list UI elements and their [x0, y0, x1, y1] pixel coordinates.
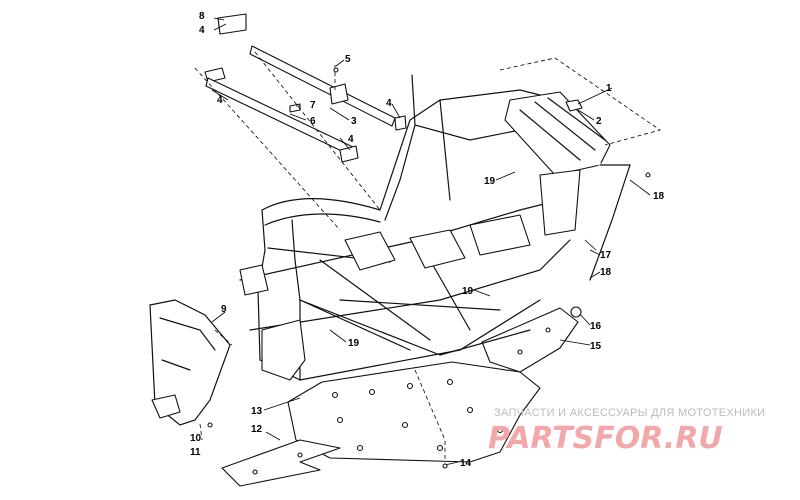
callout-13: 13 — [251, 406, 263, 417]
leader-lines — [211, 17, 651, 466]
callout-12: 12 — [251, 424, 263, 435]
callout-6: 6 — [310, 116, 316, 127]
callout-19-front: 19 — [348, 338, 360, 349]
main-frame — [239, 74, 571, 381]
callout-16: 16 — [590, 321, 602, 332]
callout-10: 10 — [190, 433, 202, 444]
callout-5: 5 — [345, 54, 351, 65]
watermark: ЗАПЧАСТИ И АКСЕССУАРЫ ДЛЯ МОТОТЕХНИКИ PA… — [488, 407, 765, 456]
callout-14: 14 — [460, 458, 472, 469]
callout-4-left: 4 — [217, 95, 223, 106]
callout-15: 15 — [590, 341, 602, 352]
callout-4-lower: 4 — [348, 134, 354, 145]
callout-labels: 1 2 3 4 4 4 4 5 6 7 8 9 10 11 12 13 14 1… — [190, 11, 665, 469]
callout-19-rear: 19 — [484, 176, 496, 187]
callout-4-top: 4 — [199, 25, 205, 36]
skid-plate — [221, 439, 341, 487]
front-bumper — [148, 298, 232, 427]
callout-3: 3 — [351, 116, 357, 127]
callout-11: 11 — [190, 447, 201, 458]
callout-1: 1 — [606, 83, 612, 94]
callout-18-bottom: 18 — [600, 267, 612, 278]
callout-17: 17 — [600, 250, 612, 261]
hardware — [207, 67, 651, 469]
callout-8: 8 — [199, 11, 205, 22]
callout-18-top: 18 — [653, 191, 665, 202]
upper-brackets — [204, 13, 407, 163]
callout-19-middle: 19 — [462, 286, 474, 297]
floor-side-panel — [481, 307, 579, 373]
watermark-brand: PARTSFOR.RU — [488, 421, 723, 456]
callout-2: 2 — [596, 116, 602, 127]
side-rail — [588, 163, 633, 282]
callout-9: 9 — [221, 304, 227, 315]
callout-7: 7 — [310, 100, 316, 111]
cargo-rack — [504, 91, 611, 236]
explode-lines — [194, 51, 661, 462]
callout-4-right: 4 — [386, 98, 392, 109]
watermark-tagline: ЗАПЧАСТИ И АКСЕССУАРЫ ДЛЯ МОТОТЕХНИКИ — [494, 407, 765, 419]
